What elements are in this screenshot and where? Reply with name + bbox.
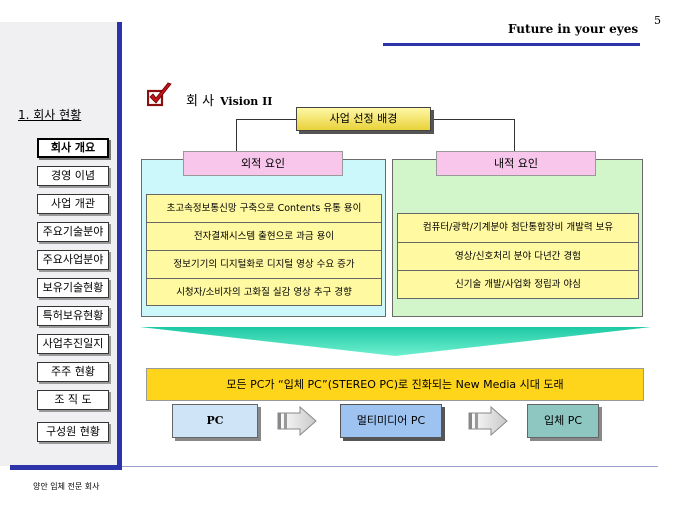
business-background-box: 사업 선정 배경 bbox=[296, 107, 431, 131]
connector-line bbox=[236, 119, 237, 152]
connector-line bbox=[514, 119, 515, 152]
sidebar-item-patent-holdings[interactable]: 특허보유현황 bbox=[37, 306, 109, 326]
list-item: 초고속정보통신망 구축으로 Contents 유통 용이 bbox=[147, 195, 381, 223]
internal-factors-heading: 내적 요인 bbox=[436, 151, 596, 176]
sidebar-item-technology-holdings[interactable]: 보유기술현황 bbox=[37, 278, 109, 298]
sidebar-item-business-log[interactable]: 사업추진일지 bbox=[37, 334, 109, 354]
slide-title-main: 회 사 bbox=[186, 94, 215, 109]
header-divider bbox=[383, 43, 640, 46]
page-number: 5 bbox=[654, 14, 661, 27]
sidebar-item-key-businesses[interactable]: 주요사업분야 bbox=[37, 250, 109, 270]
sidebar-divider bbox=[117, 22, 122, 470]
list-item: 컴퓨터/광학/기계분야 첨단통합장비 개발력 보유 bbox=[398, 214, 638, 243]
slide-title-suffix: Vision II bbox=[220, 95, 273, 108]
external-factors-heading: 외적 요인 bbox=[183, 151, 343, 176]
footer-divider bbox=[122, 466, 658, 467]
footer-company-label: 양안 입체 전문 회사 bbox=[33, 482, 100, 491]
list-item: 영상/신호처리 분야 다년간 경험 bbox=[398, 243, 638, 272]
stage-pc: PC bbox=[172, 404, 258, 438]
arrow-right-icon bbox=[277, 406, 317, 436]
list-item: 신기술 개발/사업화 정립과 야심 bbox=[455, 279, 581, 291]
connector-line bbox=[236, 119, 296, 120]
internal-factors-list: 컴퓨터/광학/기계분야 첨단통합장비 개발력 보유 영상/신호처리 분야 다년간… bbox=[397, 213, 639, 299]
connector-line bbox=[431, 119, 515, 120]
sidebar-item-shareholders[interactable]: 주주 현황 bbox=[37, 362, 109, 382]
sidebar-item-management-philosophy[interactable]: 경영 이념 bbox=[37, 166, 109, 186]
slide-title: 회 사 Vision II bbox=[186, 90, 272, 109]
external-factors-list: 초고속정보통신망 구축으로 Contents 유통 용이 전자결재시스템 출현으… bbox=[146, 194, 382, 306]
sidebar-item-company-overview[interactable]: 회사 개요 bbox=[37, 138, 109, 158]
sidebar-item-members[interactable]: 구성원 현황 bbox=[37, 422, 109, 442]
stage-stereo-pc: 입체 PC bbox=[527, 404, 599, 438]
sidebar-item-business-overview[interactable]: 사업 개관 bbox=[37, 194, 109, 214]
list-item: 전자결재시스템 출현으로 과금 용이 bbox=[147, 223, 381, 251]
section-title: 1. 회사 현황 bbox=[18, 108, 82, 122]
list-item: 정보기기의 디지털화로 디지털 영상 수요 증가 bbox=[147, 251, 381, 279]
list-item: 시청자/소비자의 고화질 실감 영상 추구 경향 bbox=[176, 287, 352, 298]
checkbox-check-icon bbox=[147, 82, 172, 107]
new-media-banner: 모든 PC가 “입체 PC”(STEREO PC)로 진화되는 New Medi… bbox=[146, 368, 644, 401]
sidebar-item-key-technologies[interactable]: 주요기술분야 bbox=[37, 222, 109, 242]
sidebar-item-org-chart[interactable]: 조 직 도 bbox=[37, 390, 109, 410]
stage-multimedia-pc: 멀티미디어 PC bbox=[340, 404, 442, 438]
header-tagline: Future in your eyes bbox=[508, 22, 639, 36]
arrow-right-icon bbox=[468, 406, 508, 436]
footer-divider-thick bbox=[10, 465, 122, 470]
